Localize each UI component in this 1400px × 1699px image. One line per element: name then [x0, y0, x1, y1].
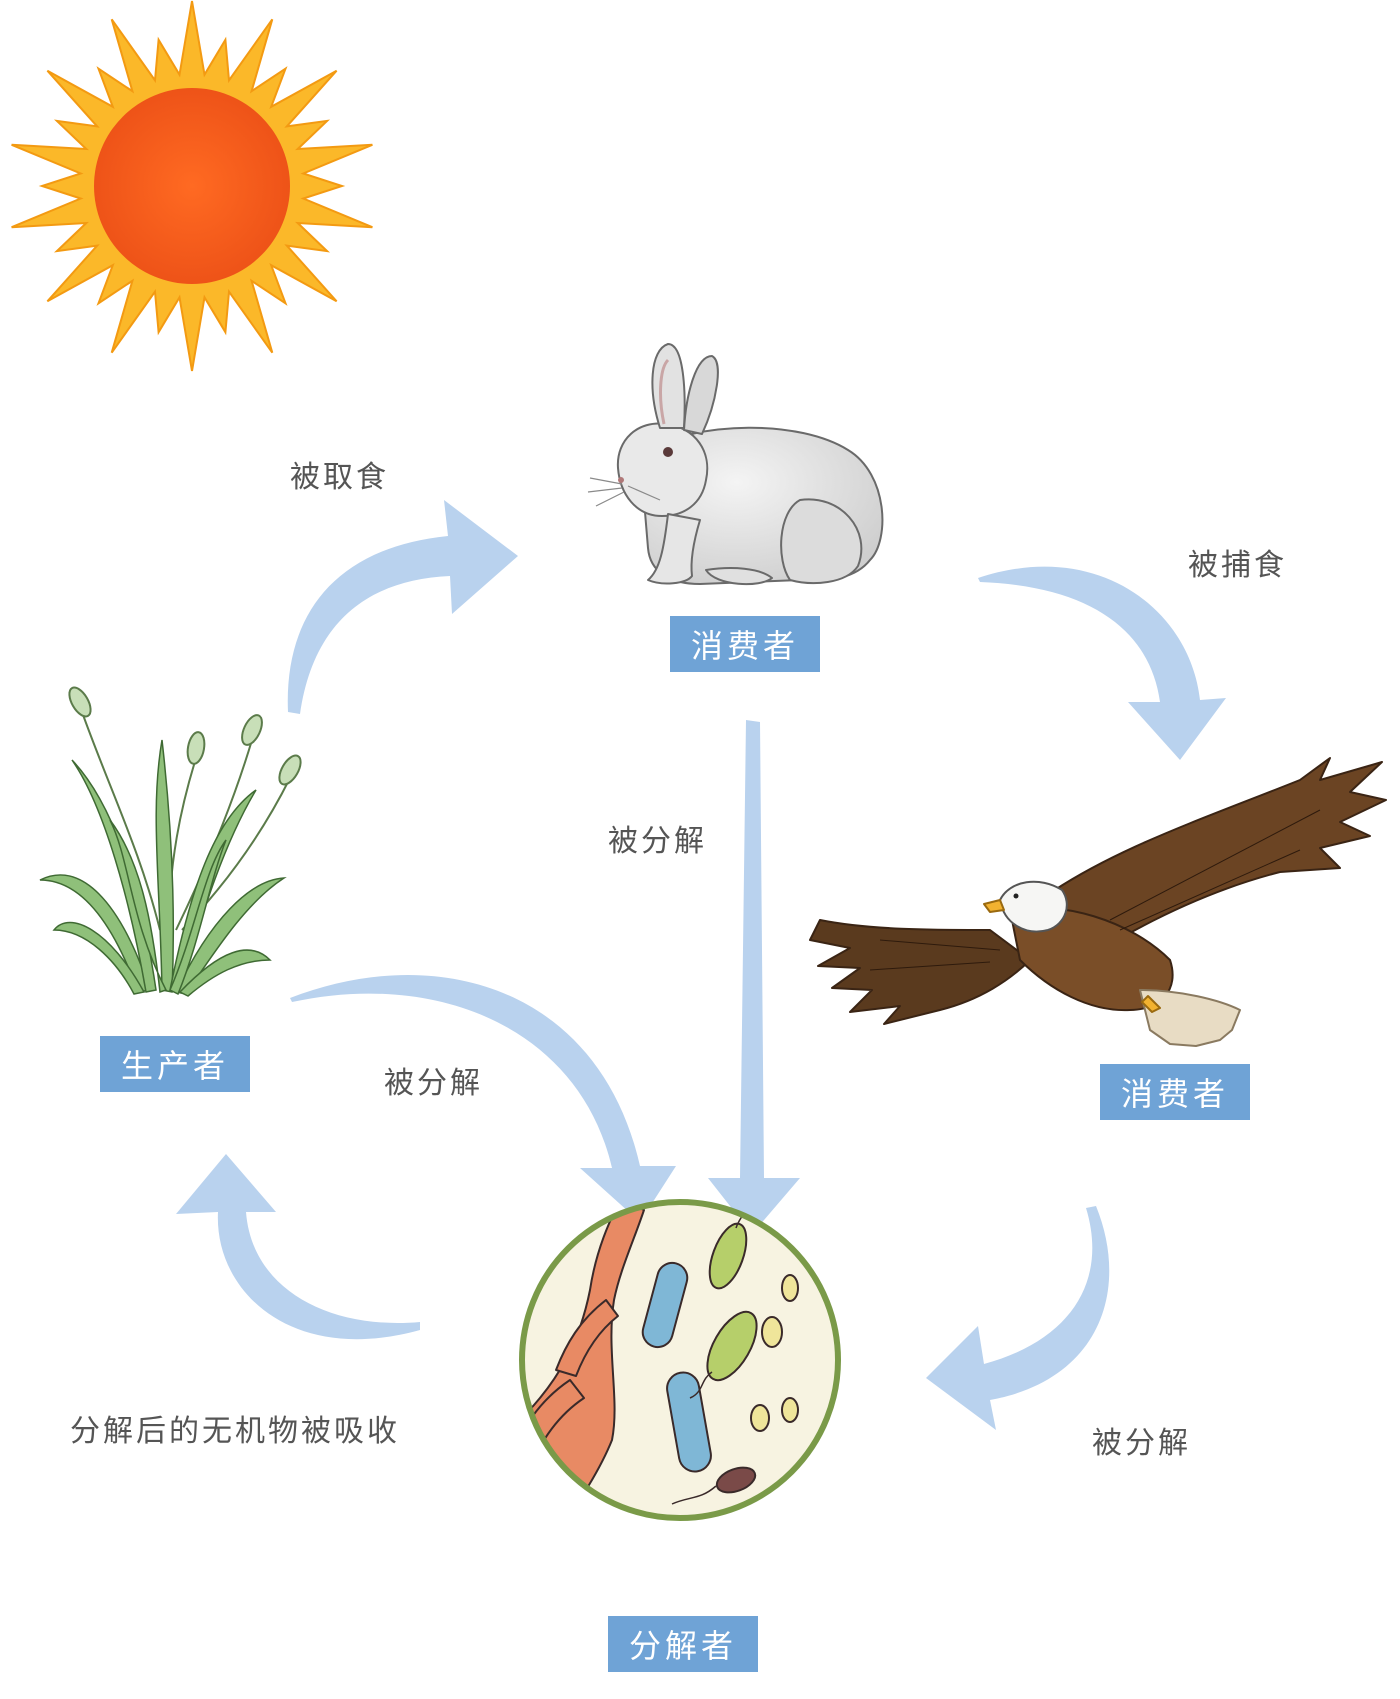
arrow-decomposer-to-producer — [176, 1154, 420, 1340]
edge-label-producer-to-decomposer: 被分解 — [384, 1066, 483, 1101]
edge-label-producer-to-rabbit: 被取食 — [290, 460, 389, 495]
arrow-rabbit-to-eagle — [978, 566, 1226, 760]
rabbit-icon — [587, 343, 884, 586]
decomposer-label: 分解者 — [608, 1616, 758, 1672]
arrow-eagle-to-decomposer — [926, 1206, 1110, 1430]
rabbit-consumer-label: 消费者 — [670, 616, 820, 672]
grass-icon — [39, 686, 302, 997]
arrow-producer-to-decomposer — [290, 974, 676, 1222]
sun-icon — [11, 0, 373, 372]
eagle-icon — [809, 757, 1387, 1047]
eagle-consumer-label: 消费者 — [1100, 1064, 1250, 1120]
edge-label-rabbit-to-decomposer: 被分解 — [608, 824, 707, 859]
arrow-producer-to-rabbit — [287, 500, 518, 714]
producer-label: 生产者 — [100, 1036, 250, 1092]
edge-label-eagle-to-decomposer: 被分解 — [1092, 1426, 1191, 1461]
flow-arrows — [176, 500, 1226, 1430]
edge-label-rabbit-to-eagle: 被捕食 — [1188, 548, 1287, 583]
microbes-icon — [519, 1199, 841, 1521]
arrow-rabbit-to-decomposer — [708, 720, 800, 1234]
edge-label-decomposer-to-producer: 分解后的无机物被吸收 — [70, 1414, 400, 1449]
